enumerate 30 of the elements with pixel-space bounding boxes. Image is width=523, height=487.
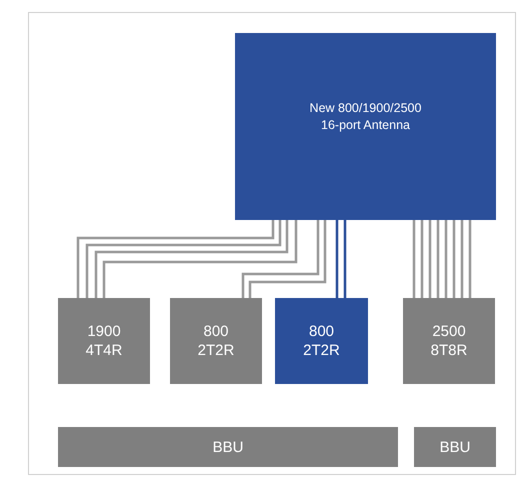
cable-line: [436, 220, 440, 298]
label: 2500: [432, 322, 466, 341]
cable-line: [452, 220, 456, 298]
antenna-box: [235, 33, 496, 220]
label: 2T2R: [198, 341, 234, 360]
cable-line: [460, 220, 464, 298]
label: New 800/1900/2500 16-port Antenna: [308, 100, 422, 134]
label: 1900: [87, 322, 121, 341]
label: 2T2R: [303, 341, 340, 360]
cable-line: [428, 220, 432, 298]
label: 4T4R: [86, 341, 122, 360]
bbu-bar: [414, 427, 496, 467]
bbu-bar: [58, 427, 398, 467]
cable-line: [444, 220, 448, 298]
radio-unit: [275, 298, 368, 384]
cable-line: [412, 220, 416, 298]
cable-line: [468, 220, 472, 298]
cable-line: [248, 220, 326, 298]
label: 800: [308, 322, 334, 341]
radio-unit: [58, 298, 150, 384]
radio-unit: [170, 298, 262, 384]
radio-unit: [403, 298, 495, 384]
cable-line: [344, 220, 346, 298]
cable-line: [420, 220, 424, 298]
cable-line: [242, 220, 320, 298]
label: BBU: [440, 438, 470, 456]
label: 800: [203, 322, 229, 341]
cable-line: [336, 220, 338, 298]
label: BBU: [212, 438, 244, 456]
label: 8T8R: [430, 341, 468, 360]
